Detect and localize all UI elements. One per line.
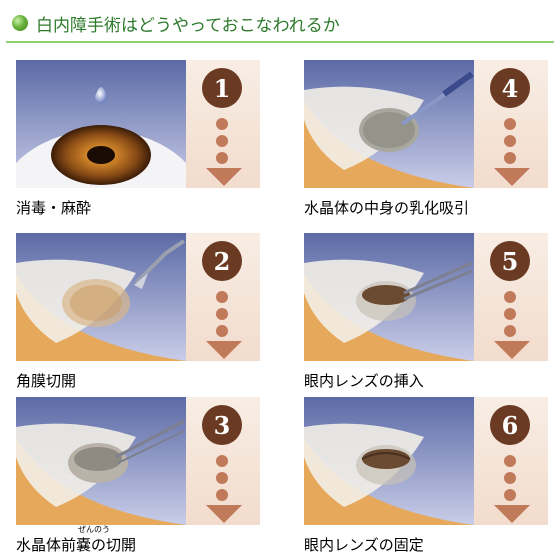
step-illustration: 4 — [304, 60, 548, 188]
step-number: 5 — [490, 241, 530, 281]
step-sidebar: 4 — [474, 60, 548, 188]
step-number: 1 — [202, 68, 242, 108]
eye-section-illustration — [16, 233, 186, 361]
progress-dots — [216, 291, 228, 342]
page-title: 白内障手術はどうやっておこなわれるか — [36, 16, 340, 36]
step-sidebar: 6 — [474, 397, 548, 525]
arrow-down-icon — [494, 341, 530, 359]
step-caption: 消毒・麻酔 — [16, 199, 92, 217]
progress-dots — [216, 118, 228, 169]
progress-dots — [504, 291, 516, 342]
step-caption: 眼内レンズの固定 — [304, 536, 424, 554]
step-illustration: 6 — [304, 397, 548, 525]
progress-dots — [216, 455, 228, 506]
step-illustration: 5 — [304, 233, 548, 361]
eye-front-illustration — [16, 60, 186, 188]
eye-section-illustration — [304, 60, 474, 188]
step-illustration: 2 — [16, 233, 260, 361]
arrow-down-icon — [494, 505, 530, 523]
step-6: 6 眼内レンズの固定 — [304, 397, 548, 554]
step-number: 4 — [490, 68, 530, 108]
step-3: 3 ぜんのう 水晶体前嚢の切開 — [16, 397, 260, 554]
step-caption: 水晶体の中身の乳化吸引 — [304, 199, 470, 217]
eye-section-illustration — [304, 397, 474, 525]
step-1: 1 消毒・麻酔 — [16, 60, 260, 217]
step-2: 2 角膜切開 — [16, 233, 260, 390]
step-5: 5 眼内レンズの挿入 — [304, 233, 548, 390]
eye-section-illustration — [16, 397, 186, 525]
arrow-down-icon — [206, 168, 242, 186]
step-number: 6 — [490, 405, 530, 445]
step-number: 3 — [202, 405, 242, 445]
step-number: 2 — [202, 241, 242, 281]
progress-dots — [504, 455, 516, 506]
arrow-down-icon — [206, 505, 242, 523]
step-caption: 眼内レンズの挿入 — [304, 372, 424, 390]
bullet-icon — [12, 15, 28, 31]
eye-section-illustration — [304, 233, 474, 361]
title-divider — [6, 41, 554, 43]
step-4: 4 水晶体の中身の乳化吸引 — [304, 60, 548, 217]
step-sidebar: 1 — [186, 60, 260, 188]
arrow-down-icon — [494, 168, 530, 186]
caption-ruby: ぜんのう — [78, 525, 110, 534]
step-sidebar: 2 — [186, 233, 260, 361]
step-caption: 角膜切開 — [16, 372, 77, 390]
step-illustration: 1 — [16, 60, 260, 188]
step-illustration: 3 — [16, 397, 260, 525]
arrow-down-icon — [206, 341, 242, 359]
step-sidebar: 5 — [474, 233, 548, 361]
step-caption: 水晶体前嚢の切開 — [16, 536, 137, 554]
title-bar: 白内障手術はどうやっておこなわれるか — [6, 8, 554, 43]
step-sidebar: 3 — [186, 397, 260, 525]
progress-dots — [504, 118, 516, 169]
